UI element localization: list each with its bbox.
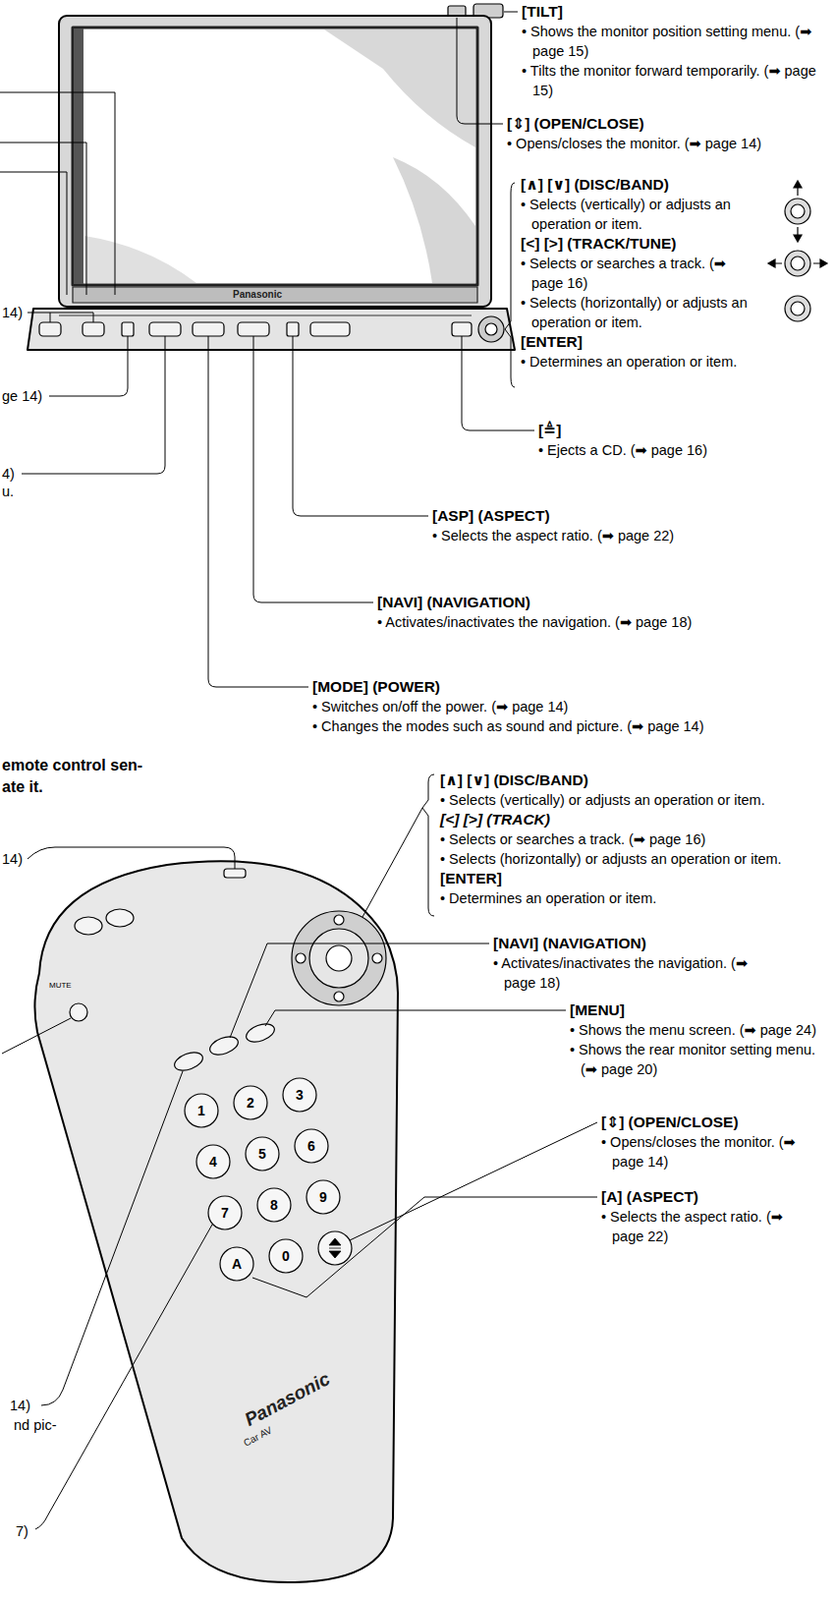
enter-key-icons [768, 180, 828, 322]
page-ref-fragment: 14) [1, 303, 23, 322]
control-name: [<] [>] (TRACK/TUNE) [520, 233, 755, 254]
control-name: [MENU] [569, 1000, 832, 1020]
key-label: 7 [221, 1204, 229, 1221]
control-name: [∧] [∨] (DISC/BAND) [520, 174, 755, 195]
brand-logo: Panasonic [232, 288, 282, 301]
head-unit [27, 3, 515, 350]
function-note: • Determines an operation or item. [440, 888, 832, 908]
function-note: • Opens/closes the monitor. (➡ page 14) [506, 133, 832, 154]
callout-group: [MODE] (POWER)• Switches on/off the powe… [312, 676, 706, 736]
control-name: [⇕] (OPEN/CLOSE) [601, 1112, 813, 1132]
function-note: • Determines an operation or item. [520, 351, 755, 372]
callout-group: [MENU]• Shows the menu screen. (➡ page 2… [569, 1000, 832, 1079]
callout-group: [∧] [∨] (DISC/BAND)• Selects (vertically… [440, 770, 832, 908]
remote-control [34, 860, 398, 1582]
control-name: [ENTER] [440, 868, 832, 889]
function-note: • Selects (vertically) or adjusts an ope… [440, 789, 832, 810]
function-note: • Tilts the monitor forward temporarily.… [521, 60, 829, 101]
control-name: [MODE] (POWER) [312, 676, 706, 697]
page-ref-fragment: 14) [9, 1395, 31, 1414]
key-label: 1 [197, 1102, 206, 1118]
leader-lines [0, 11, 535, 687]
function-note: • Selects the aspect ratio. (➡ page 22) [432, 525, 826, 546]
page-ref-fragment: 14) [1, 849, 23, 868]
callout-group: [NAVI] (NAVIGATION)• Activates/inactivat… [377, 592, 810, 632]
key-label: 2 [246, 1094, 255, 1111]
function-note: • Shows the menu screen. (➡ page 24) [569, 1019, 832, 1040]
control-name: [∧] [∨] (DISC/BAND) [440, 770, 832, 790]
callout-group: [A] (ASPECT)• Selects the aspect ratio. … [601, 1186, 813, 1246]
function-note: • Shows the monitor position setting men… [521, 21, 829, 61]
page-ref-fragment: 7) [15, 1521, 29, 1540]
control-name: [≜] [538, 420, 824, 441]
key-label: 8 [270, 1196, 279, 1213]
key-label: 5 [258, 1145, 267, 1162]
callout-group: [⇕] (OPEN/CLOSE)• Opens/closes the monit… [601, 1112, 813, 1171]
page-ref-fragment: ge 14) [1, 387, 43, 405]
page-ref-fragment: 4) [1, 464, 15, 483]
heading-fragment: emote control sen- [1, 754, 143, 777]
control-name: [NAVI] (NAVIGATION) [377, 592, 810, 613]
key-label: 0 [281, 1247, 290, 1264]
function-note: • Opens/closes the monitor. (➡ page 14) [601, 1131, 813, 1171]
function-note: • Activates/inactivates the navigation. … [377, 612, 810, 632]
key-label: 9 [319, 1188, 328, 1205]
key-label: 4 [209, 1153, 218, 1169]
remote-leader-lines [1, 774, 598, 1529]
function-note: • Selects the aspect ratio. (➡ page 22) [601, 1206, 813, 1246]
control-name: [NAVI] (NAVIGATION) [493, 933, 779, 953]
button-label: MUTE [49, 980, 72, 991]
control-name: [ENTER] [520, 332, 755, 352]
function-note: • Shows the rear monitor setting menu. (… [569, 1039, 832, 1079]
page-ref-fragment: nd pic- [13, 1415, 57, 1434]
callout-group: [ASP] (ASPECT)• Selects the aspect ratio… [432, 505, 826, 546]
heading-fragment: ate it. [1, 776, 44, 798]
callout-group: [⇕] (OPEN/CLOSE)• Opens/closes the monit… [506, 113, 832, 154]
control-name: [A] (ASPECT) [601, 1186, 813, 1207]
function-note: • Changes the modes such as sound and pi… [312, 716, 706, 736]
page-ref-fragment: u. [1, 482, 14, 501]
function-note: • Ejects a CD. (➡ page 16) [538, 440, 824, 460]
control-name: [ASP] (ASPECT) [432, 505, 826, 526]
callout-group: [≜]• Ejects a CD. (➡ page 16) [538, 420, 824, 460]
function-note: • Switches on/off the power. (➡ page 14) [312, 696, 706, 717]
function-note: • Selects or searches a track. (➡ page 1… [440, 829, 832, 849]
callout-group: [∧] [∨] (DISC/BAND)• Selects (vertically… [520, 174, 755, 372]
callout-group: [TILT]• Shows the monitor position setti… [521, 1, 829, 101]
key-label: A [231, 1255, 242, 1272]
function-note: • Selects (vertically) or adjusts an ope… [520, 194, 755, 234]
function-note: • Selects or searches a track. (➡ page 1… [520, 253, 755, 293]
function-note: • Selects (horizontally) or adjusts an o… [440, 848, 832, 869]
function-note: • Selects (horizontally) or adjusts an o… [520, 292, 755, 333]
key-label: 3 [295, 1086, 304, 1103]
function-note: • Activates/inactivates the navigation. … [493, 952, 779, 993]
control-name: [TILT] [521, 1, 829, 22]
key-label: 6 [307, 1137, 316, 1154]
control-name: [<] [>] (TRACK) [440, 809, 832, 830]
callout-group: [NAVI] (NAVIGATION)• Activates/inactivat… [493, 933, 779, 993]
control-name: [⇕] (OPEN/CLOSE) [506, 113, 832, 134]
